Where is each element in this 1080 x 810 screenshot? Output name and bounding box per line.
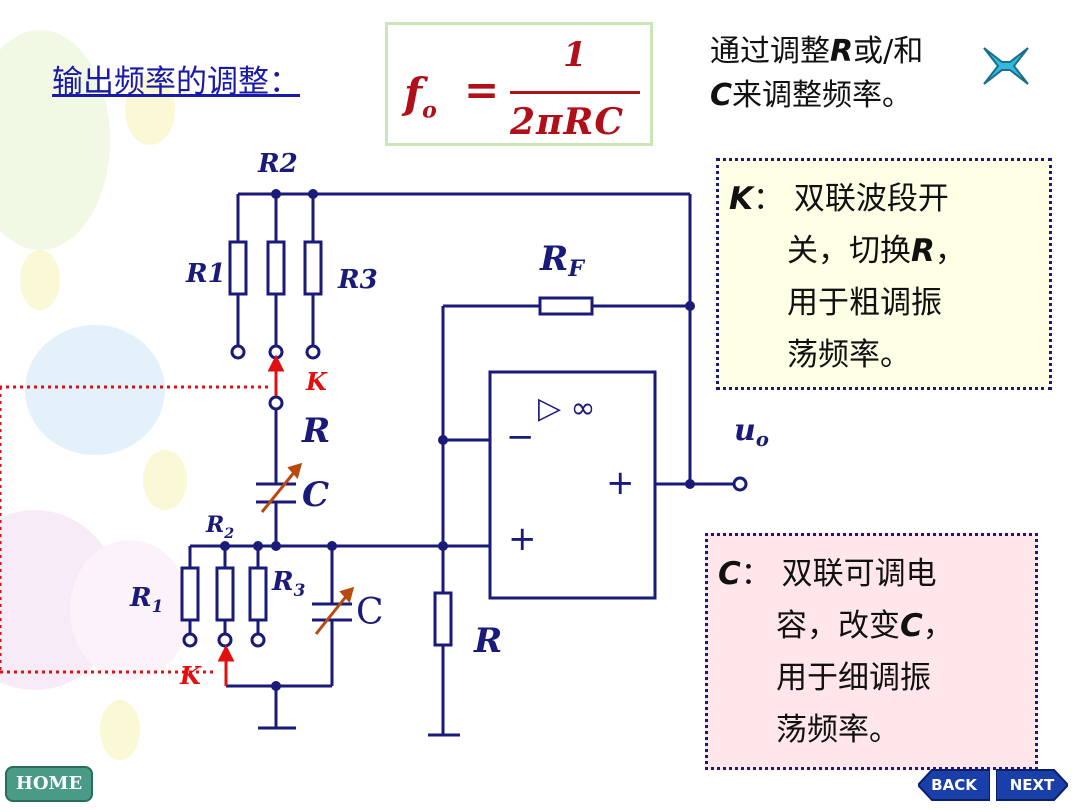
gang-linkage	[0, 385, 268, 674]
capacitors	[256, 482, 352, 622]
back-button[interactable]: BACK	[918, 768, 990, 802]
resistor-r1-bottom	[180, 566, 200, 622]
formula-numerator: 1	[563, 35, 587, 75]
opamp-symbol: ▷ ∞	[538, 391, 596, 426]
formula-equals: =	[464, 65, 500, 114]
circuit-wires	[188, 192, 734, 737]
opamp-noninverting-sign: +	[508, 519, 537, 559]
resistor-rf	[538, 296, 594, 316]
label-r3-top: R3	[337, 265, 378, 295]
resistor-r3-bottom	[248, 566, 268, 622]
next-button[interactable]: NEXT	[996, 768, 1068, 802]
background-decoration	[0, 30, 190, 760]
switch-contacts	[182, 344, 748, 648]
opamp-inverting-sign: −	[506, 417, 535, 457]
label-r3-bottom: R3	[271, 567, 306, 600]
switch-k-arrows	[217, 354, 285, 686]
label-rf: RF	[539, 239, 585, 282]
close-icon[interactable]	[980, 44, 1032, 88]
resistor-r2-bottom	[215, 566, 235, 622]
label-r1-bottom: R1	[129, 583, 163, 616]
formula-denominator: 2πRC	[510, 101, 624, 143]
label-output-uo: uo	[734, 413, 769, 451]
resistor-r2-top	[266, 240, 286, 296]
formula-lhs: fo	[404, 69, 437, 124]
home-button[interactable]: HOME	[5, 766, 93, 802]
fraction-bar	[510, 91, 640, 94]
label-k-bottom: K	[179, 661, 202, 690]
opamp-output-sign: +	[606, 463, 635, 503]
variable-capacitor-arrows	[260, 462, 355, 635]
resistor-r1-top	[228, 240, 248, 296]
page-title: 输出频率的调整：	[52, 64, 300, 100]
label-r1-top: R1	[185, 259, 226, 289]
adjust-note: 通过调整R或/和 C来调整频率。	[710, 34, 924, 113]
label-c-series: C	[302, 475, 329, 515]
switch-k-explanation: K： 双联波段开 关，切换R， 用于粗调振 荡频率。	[716, 158, 1052, 390]
formula-box: fo = 1 2πRC	[385, 22, 653, 146]
junction-dots	[220, 189, 695, 691]
resistor-r3-top	[303, 240, 323, 296]
capacitor-c-explanation: C： 双联可调电 容，改变C， 用于细调振 荡频率。	[705, 533, 1038, 770]
resistor-r-ground	[433, 591, 453, 647]
label-k-top: K	[305, 367, 328, 396]
label-r-ground: R	[473, 621, 502, 661]
label-r-series: R	[301, 411, 330, 451]
label-r2-bottom: R2	[205, 512, 234, 542]
resistors	[180, 240, 594, 647]
label-c-parallel: C	[356, 592, 384, 633]
label-r2-top: R2	[257, 149, 298, 179]
